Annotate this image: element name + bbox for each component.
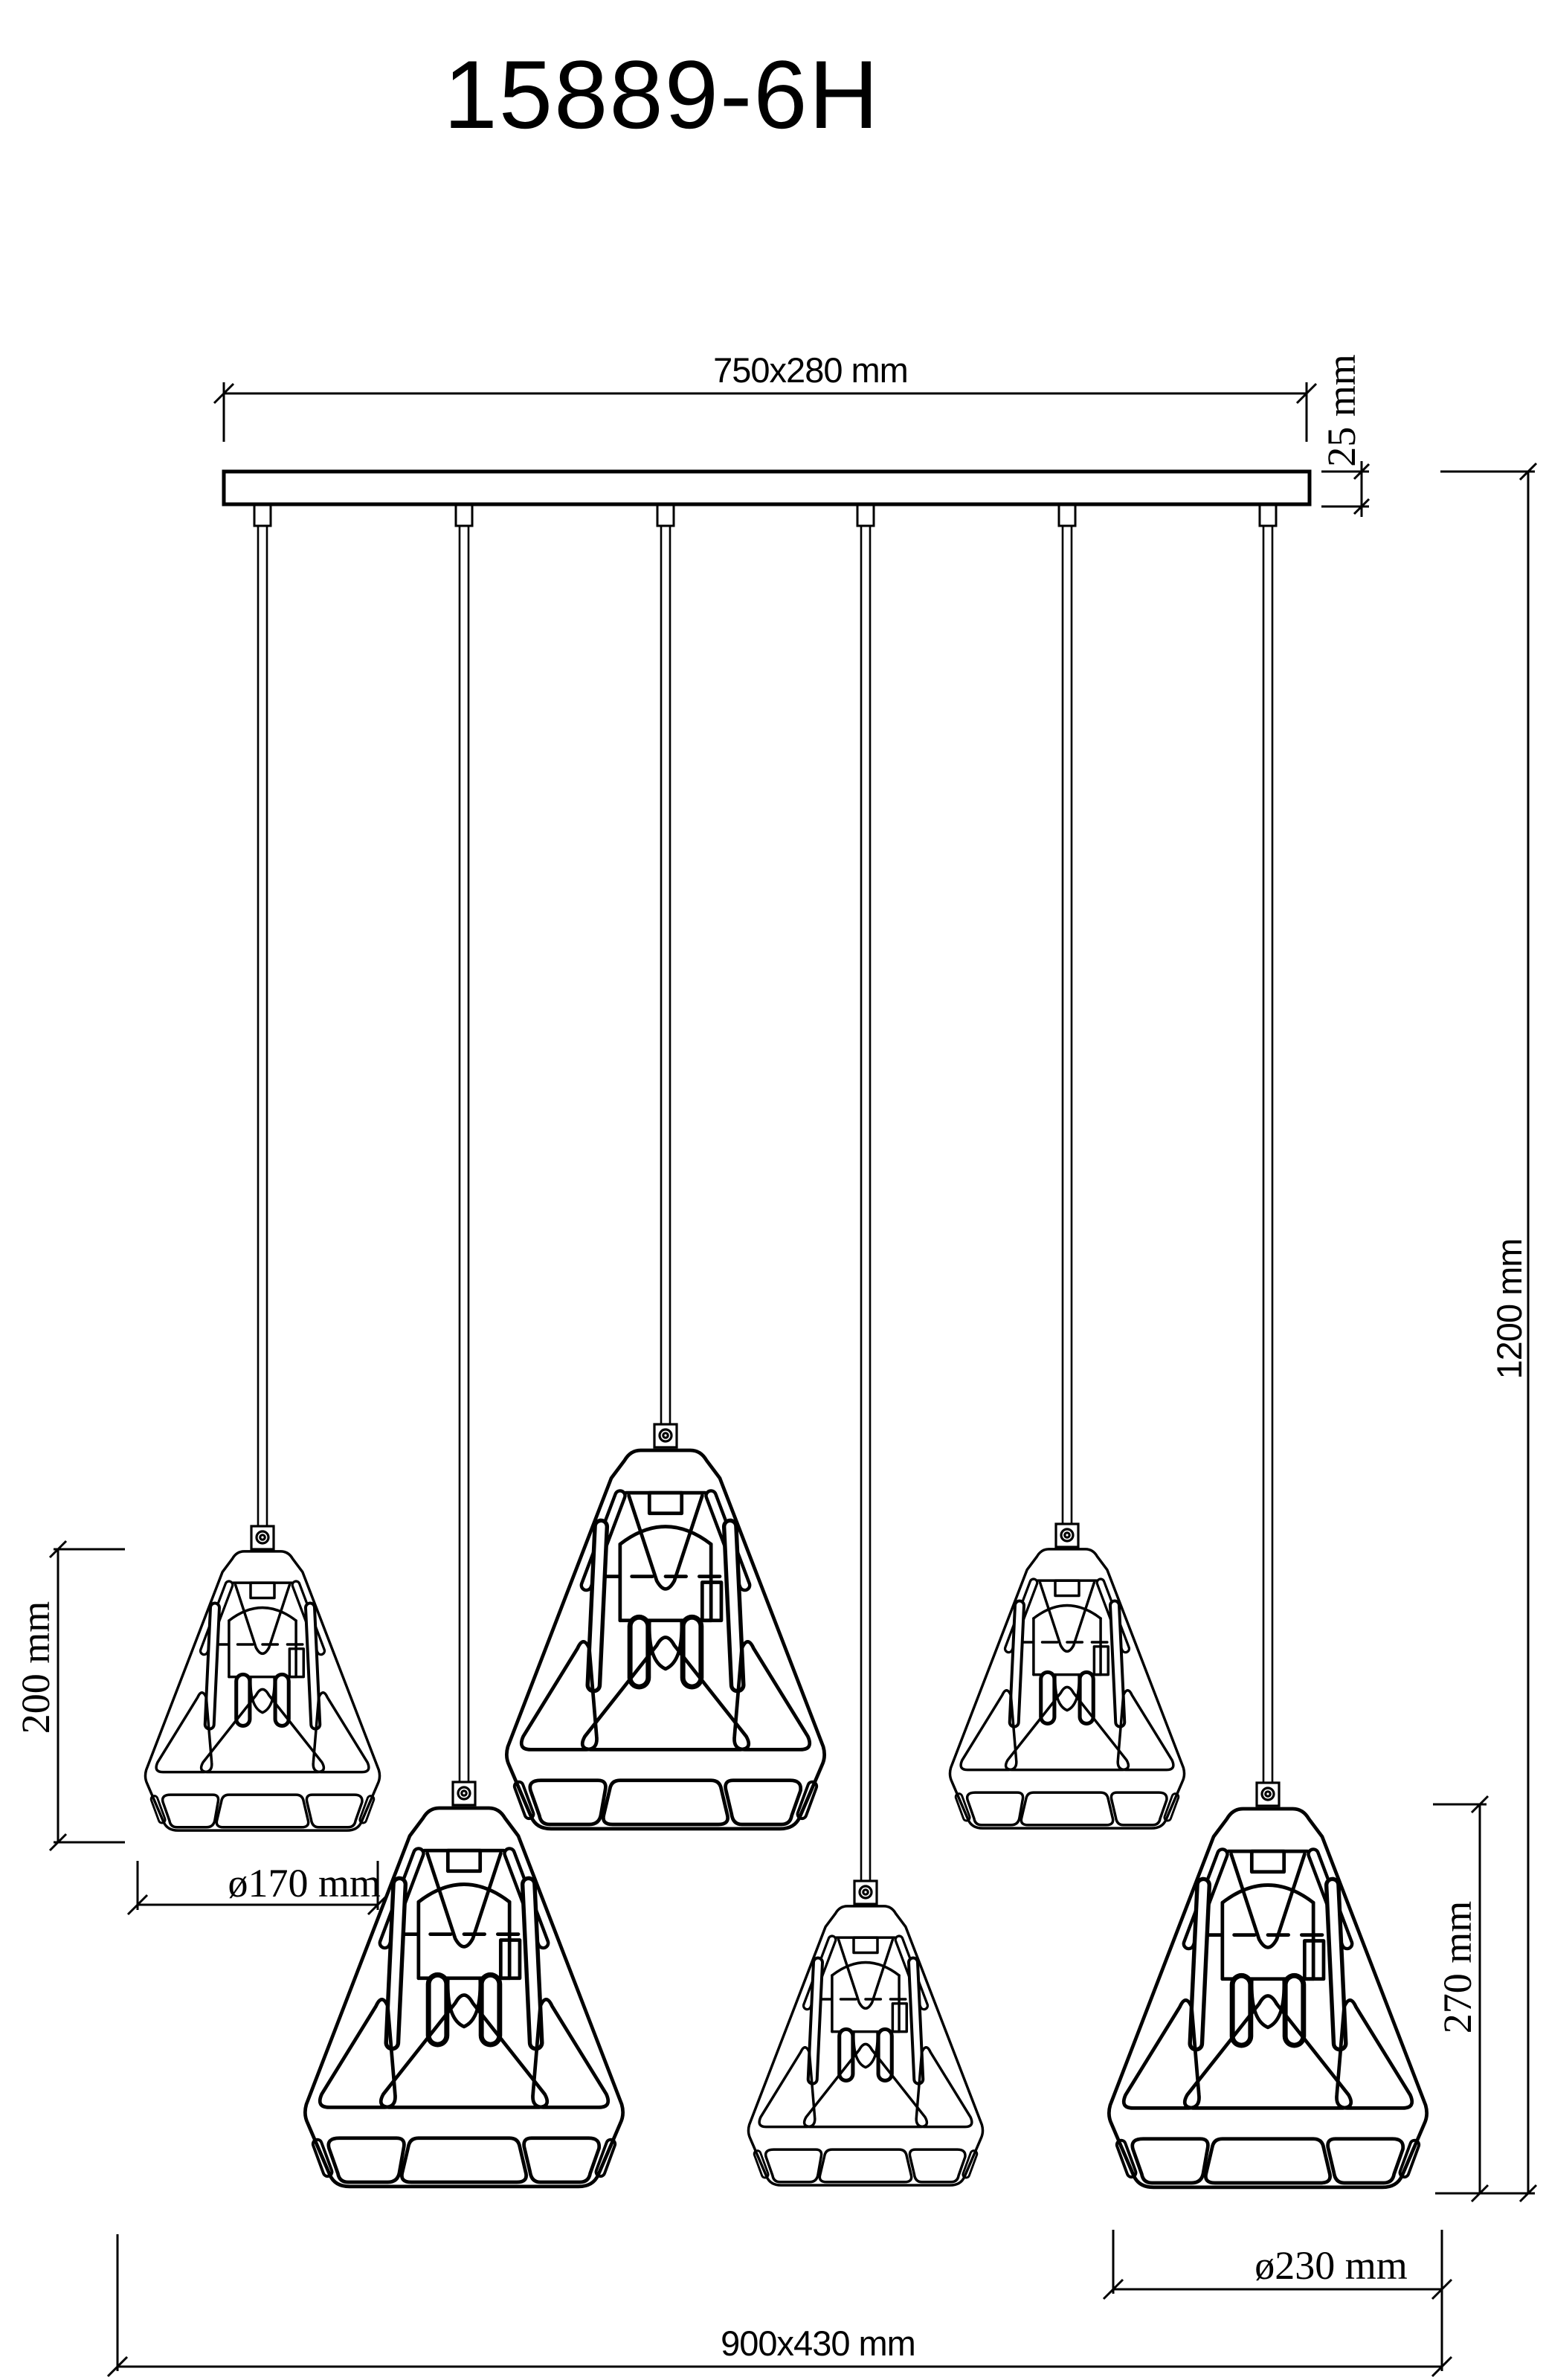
dim-large-shade-diameter-label: ø230 mm xyxy=(1254,2243,1408,2288)
dim-suspension-length: 1200 mm xyxy=(1435,462,1538,2203)
cord-grip-2 xyxy=(451,1781,477,1807)
dim-small-shade-height-label: 200 mm xyxy=(13,1601,58,1734)
dim-small-shade-diameter: ø170 mm xyxy=(126,1861,389,1916)
dim-canopy-plate: 750x280 mm xyxy=(213,350,1318,442)
cord-grip-3 xyxy=(653,1423,678,1449)
dim-overall-footprint-label: 900x430 mm xyxy=(721,2323,915,2363)
cord-grip-6 xyxy=(1255,1781,1281,1807)
cord-grip-1 xyxy=(250,1525,275,1551)
pendant-shade-1-small xyxy=(145,1551,379,1830)
dim-canopy-plate-label: 750x280 mm xyxy=(713,350,908,390)
pendant-shade-4-small xyxy=(748,1906,982,2185)
dim-large-shade-diameter: ø230 mm xyxy=(1102,2230,1453,2300)
pendant-shade-6-large xyxy=(1109,1809,1426,2187)
canopy-bar xyxy=(222,469,1312,506)
dim-overall-footprint: 900x430 mm xyxy=(106,2230,1453,2378)
dim-canopy-thickness: 25 mm xyxy=(1319,354,1371,517)
pendant-shade-3-large xyxy=(506,1450,824,1829)
dim-small-shade-diameter-label: ø170 mm xyxy=(228,1861,381,1905)
dim-suspension-length-label: 1200 mm xyxy=(1489,1239,1529,1380)
cord-grip-5 xyxy=(1054,1522,1080,1548)
pendant-shade-5-small xyxy=(950,1549,1184,1828)
dim-small-shade-height: 200 mm xyxy=(13,1540,125,1852)
cord-grip-4 xyxy=(853,1879,878,1905)
page-title: 15889-6H xyxy=(444,40,880,149)
canopy-cord-stubs xyxy=(253,503,1278,527)
dim-large-shade-height-label: 270 mm xyxy=(1435,1901,1480,2034)
suspension-cords xyxy=(257,526,1274,1881)
dim-large-shade-height: 270 mm xyxy=(1433,1795,1489,2203)
dim-canopy-thickness-label: 25 mm xyxy=(1319,354,1364,467)
